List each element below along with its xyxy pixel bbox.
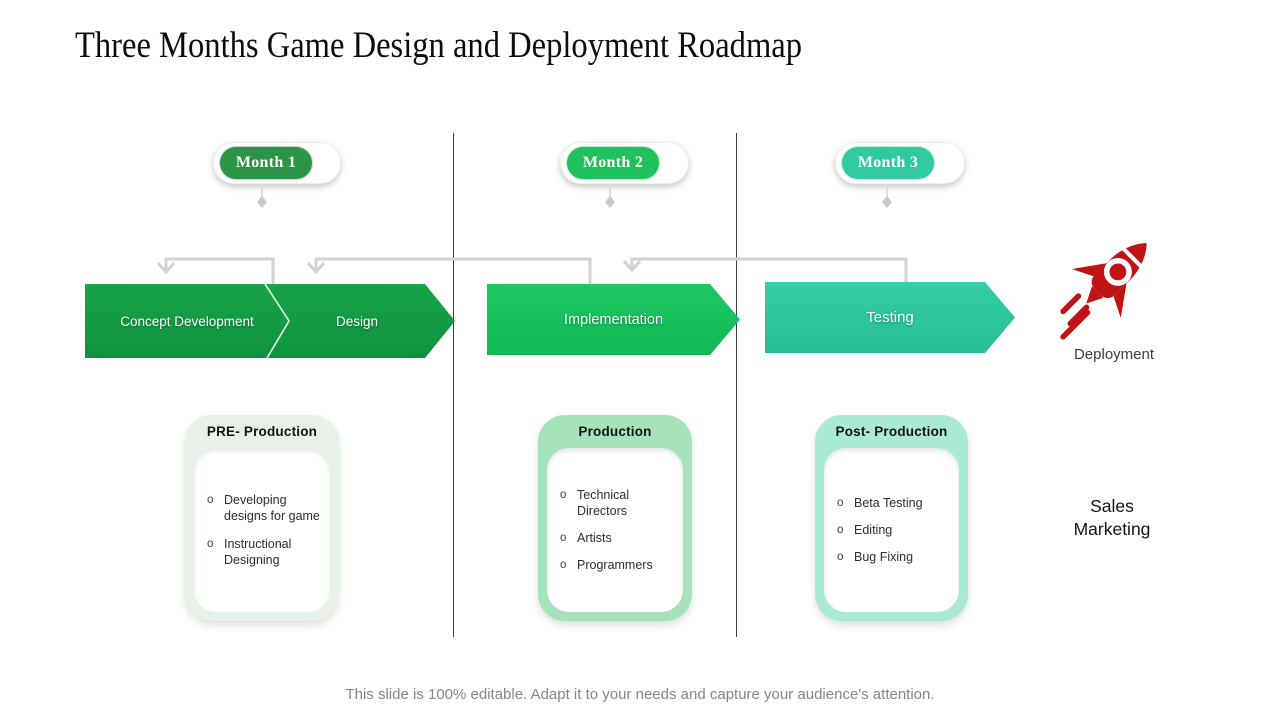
stage-label-testing: Testing: [866, 309, 914, 326]
stage-arrow-concept-design: Concept Development Design: [85, 284, 455, 358]
pill-drop-diamonds: [257, 196, 892, 208]
stage-label-implementation: Implementation: [563, 311, 664, 328]
stage-arrow-testing: Testing: [765, 282, 1015, 353]
phase-box-title: PRE- Production: [206, 424, 318, 439]
bullet-icon: o: [207, 537, 214, 550]
phase-box-body: o Technical Directors o Artists o Progra…: [547, 448, 683, 612]
footer-note: This slide is 100% editable. Adapt it to…: [345, 686, 935, 703]
list-item: o Artists: [560, 530, 675, 546]
pill-drop-lines: [261, 184, 888, 197]
rocket-icon: [1060, 243, 1149, 340]
bullet-icon: o: [837, 496, 844, 509]
phase-box-post-production: Post- Production o Beta Testing o Editin…: [815, 415, 968, 621]
bullet-icon: o: [560, 532, 567, 544]
rocket-speed-lines: [1060, 293, 1091, 340]
phase-box-title: Post- Production: [835, 424, 948, 439]
list-item: o Programmers: [560, 557, 675, 573]
section-divider-line-2: [736, 133, 737, 637]
list-item-text: Developing designs for game: [224, 493, 320, 524]
deployment-label: Deployment: [1073, 346, 1155, 363]
stage-arrow-implementation: Implementation: [487, 284, 740, 355]
phase-box-title: Production: [578, 424, 652, 439]
month-2-pill: Month 2: [566, 146, 660, 180]
sales-marketing-label: Sales Marketing: [1048, 495, 1176, 542]
list-item-text: Editing: [854, 522, 893, 537]
stage-label-design: Design: [335, 313, 379, 329]
list-item-text: Technical Directors: [577, 487, 630, 518]
list-item: o Developing designs for game: [207, 492, 322, 525]
bullet-icon: o: [837, 551, 844, 564]
list-item: o Bug Fixing: [837, 549, 951, 565]
bracket-connectors: [156, 257, 908, 285]
month-3-capsule: Month 3: [835, 142, 965, 184]
bullet-icon: o: [837, 523, 844, 536]
phase-box-body: o Developing designs for game o Instruct…: [194, 448, 330, 612]
month-1-pill: Month 1: [219, 146, 313, 180]
section-divider-line-1: [453, 133, 454, 637]
list-item-text: Programmers: [577, 558, 653, 573]
stage-separator-chevron: [85, 284, 455, 358]
list-item: o Technical Directors: [560, 487, 675, 520]
list-item: o Editing: [837, 522, 951, 538]
bullet-icon: o: [207, 494, 214, 506]
bullet-icon: o: [560, 559, 567, 572]
phase-box-body: o Beta Testing o Editing o Bug Fixing: [824, 448, 959, 612]
month-2-capsule: Month 2: [560, 142, 689, 184]
month-3-pill: Month 3: [841, 146, 935, 180]
phase-box-pre-production: PRE- Production o Developing designs for…: [185, 415, 339, 621]
list-item-text: Bug Fixing: [854, 550, 914, 565]
sales-line: Sales: [1090, 496, 1134, 516]
list-item-text: Artists: [577, 531, 612, 545]
bullet-icon: o: [560, 488, 567, 501]
page-title: Three Months Game Design and Deployment …: [75, 25, 803, 66]
list-item-text: Instructional Designing: [224, 536, 292, 567]
list-item: o Beta Testing: [837, 495, 951, 511]
month-1-capsule: Month 1: [213, 142, 341, 184]
phase-box-production: Production o Technical Directors o Artis…: [538, 415, 692, 621]
stage-label-concept: Concept Development: [120, 313, 254, 329]
list-item-text: Beta Testing: [854, 495, 923, 510]
list-item: o Instructional Designing: [207, 536, 322, 569]
marketing-line: Marketing: [1073, 519, 1151, 540]
